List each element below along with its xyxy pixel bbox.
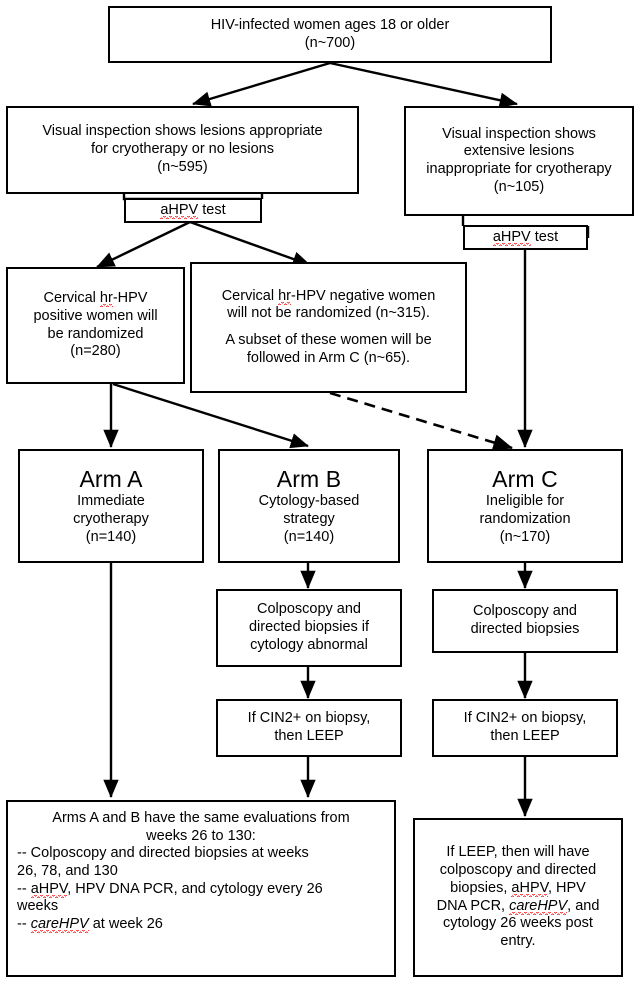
followup-c-line-1: If LEEP, then will have xyxy=(446,844,590,861)
visual-extensive-line-1: Visual inspection shows xyxy=(442,125,596,142)
colpo-c-line-1: Colposcopy and xyxy=(473,603,577,620)
edge-enrollment-to-extensive xyxy=(329,61,518,108)
arm-a-line-2: cryotherapy xyxy=(73,510,149,527)
followup-ab-carehpv-misspelled: careHPV xyxy=(30,916,89,933)
followup-ab-line-3: -- Colposcopy and directed biopsies at w… xyxy=(17,845,309,862)
arm-c-line-3: (n~170) xyxy=(499,528,551,545)
visual-appropriate-line-1: Visual inspection shows lesions appropri… xyxy=(42,123,323,140)
edge-enrollment-to-appropriate xyxy=(192,61,331,107)
followup-c-line4-post: , and xyxy=(567,897,600,914)
edge-ahpv-left-to-hrhpv-negative xyxy=(189,220,311,267)
edge-hrhpv-positive-to-arm-b xyxy=(112,382,309,449)
cin2-c-line-1: If CIN2+ on biopsy, xyxy=(463,710,587,727)
followup-ab-line7-post: at week 26 xyxy=(88,916,163,933)
arm-b-box: Arm B Cytology-based strategy (n=140) xyxy=(218,449,400,563)
visual-extensive-line-2: extensive lesions xyxy=(463,143,575,160)
colposcopy-box: Colposcopy and directed biopsies xyxy=(432,589,618,653)
colpo-b-line-3: cytology abnormal xyxy=(250,636,368,653)
followup-ab-line7-pre: -- xyxy=(17,916,31,933)
edge-ahpv-left-to-hrhpv-positive xyxy=(96,220,191,269)
edge-hrhpv-negative-to-arm-c xyxy=(329,391,513,451)
visual-extensive-line-4: (n~105) xyxy=(493,178,545,195)
ahpv-left-misspelled-word: aHPV xyxy=(160,201,199,218)
hrhpv-pos-line1-post: -HPV xyxy=(112,290,148,307)
ahpv-test-label-right: aHPV test xyxy=(463,225,588,250)
ahpv-right-rest: test xyxy=(530,228,559,245)
followup-c-line-5: cytology 26 weeks post xyxy=(443,915,593,932)
hrhpv-pos-misspelled-word: hr xyxy=(99,290,113,307)
colpo-c-line-2: directed biopsies xyxy=(470,621,580,637)
arm-b-title: Arm B xyxy=(276,465,342,492)
hrhpv-pos-line1-pre: Cervical xyxy=(43,290,100,307)
hrhpv-neg-line1-pre: Cervical xyxy=(221,287,279,304)
followup-ab-line5-post: , HPV DNA PCR, and cytology every 26 xyxy=(67,880,323,897)
hrhpv-neg-line-3: A subset of these women will be xyxy=(225,332,432,348)
hrhpv-neg-line-2: will not be randomized (n~315). xyxy=(227,305,430,322)
hrhpv-negative-box: Cervical hr-HPV negative women will not … xyxy=(190,262,467,393)
arm-a-box: Arm A Immediate cryotherapy (n=140) xyxy=(18,449,204,563)
arm-a-line-3: (n=140) xyxy=(85,528,137,545)
followup-c-line4-pre: DNA PCR, xyxy=(436,897,510,914)
cin2-b-line-1: If CIN2+ on biopsy, xyxy=(247,710,371,727)
cin2-leep-box-c: If CIN2+ on biopsy, then LEEP xyxy=(432,699,618,757)
hrhpv-pos-line-3: be randomized xyxy=(47,325,144,342)
hrhpv-pos-line-4: (n=280) xyxy=(70,343,121,360)
followup-arm-c-box: If LEEP, then will have colposcopy and d… xyxy=(413,818,623,977)
colposcopy-conditional-box: Colposcopy and directed biopsies if cyto… xyxy=(216,589,402,667)
followup-c-carehpv-misspelled: careHPV xyxy=(509,897,568,914)
hrhpv-neg-misspelled-word: hr xyxy=(278,287,292,304)
arm-b-line-1: Cytology-based xyxy=(258,493,360,510)
visual-inspection-appropriate-box: Visual inspection shows lesions appropri… xyxy=(6,106,359,194)
ahpv-right-misspelled-word: aHPV xyxy=(492,228,531,245)
arm-b-line-2: strategy xyxy=(283,510,335,527)
visual-extensive-line-3: inappropriate for cryotherapy xyxy=(426,161,612,177)
arm-c-title: Arm C xyxy=(492,465,558,492)
colpo-b-line-1: Colposcopy and xyxy=(257,601,361,618)
followup-ab-line-1: Arms A and B have the same evaluations f… xyxy=(52,810,350,826)
followup-c-ahpv-misspelled: aHPV xyxy=(511,879,548,896)
followup-c-line-2: colposcopy and directed xyxy=(439,862,597,879)
cin2-c-line-2: then LEEP xyxy=(490,728,560,744)
arm-c-box: Arm C Ineligible for randomization (n~17… xyxy=(427,449,623,563)
arm-c-line-1: Ineligible for xyxy=(485,493,565,510)
hrhpv-pos-line-2: positive women will xyxy=(33,307,158,324)
followup-arms-ab-box: Arms A and B have the same evaluations f… xyxy=(6,800,396,977)
visual-appropriate-line-3: (n~595) xyxy=(157,158,208,175)
followup-ab-line-2: weeks 26 to 130: xyxy=(146,827,256,844)
colpo-b-line-2: directed biopsies if xyxy=(248,619,370,636)
hrhpv-neg-line1-post: -HPV negative women xyxy=(291,287,436,304)
enrollment-line-1: HIV-infected women ages 18 or older xyxy=(210,16,450,33)
followup-c-line-6: entry. xyxy=(500,932,536,949)
arm-a-line-1: Immediate xyxy=(77,493,145,510)
visual-inspection-extensive-box: Visual inspection shows extensive lesion… xyxy=(404,106,634,216)
followup-ab-line-6: weeks xyxy=(17,898,59,915)
followup-ab-line-4: 26, 78, and 130 xyxy=(17,863,118,880)
followup-c-line3-post: , HPV xyxy=(547,879,586,896)
arm-a-title: Arm A xyxy=(79,465,143,492)
hrhpv-neg-line-4: followed in Arm C (n~65). xyxy=(246,349,411,366)
enrollment-line-2: (n~700) xyxy=(304,34,356,51)
enrollment-box: HIV-infected women ages 18 or older (n~7… xyxy=(108,6,552,63)
arm-b-line-3: (n=140) xyxy=(283,528,335,545)
ahpv-left-rest: test xyxy=(198,201,226,218)
cin2-b-line-2: then LEEP xyxy=(274,728,344,744)
followup-c-line3-pre: biopsies, xyxy=(450,879,512,896)
arm-c-line-2: randomization xyxy=(479,510,571,527)
visual-appropriate-line-2: for cryotherapy or no lesions xyxy=(91,141,274,158)
cin2-leep-box-b: If CIN2+ on biopsy, then LEEP xyxy=(216,699,402,757)
followup-ab-line5-pre: -- xyxy=(17,880,31,897)
ahpv-test-label-left: aHPV test xyxy=(124,198,262,223)
followup-ab-ahpv-misspelled: aHPV xyxy=(30,880,68,897)
hrhpv-positive-box: Cervical hr-HPV positive women will be r… xyxy=(6,267,185,384)
